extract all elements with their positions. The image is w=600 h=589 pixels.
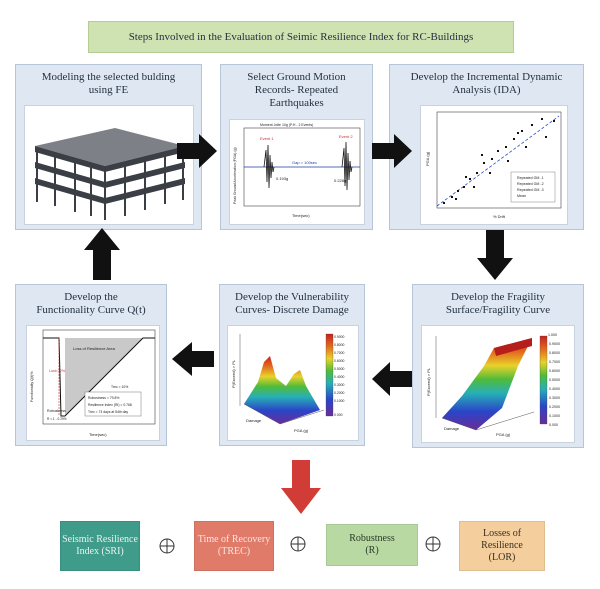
step-title-functionality: Develop the Functionality Curve Q(t) [36, 291, 146, 316]
step-title-vulnerability: Develop the Vulnerability Curves- Discre… [235, 291, 349, 316]
frag-cb-1: 0.8000 [549, 351, 560, 355]
vul-cb-6: 0.3000 [334, 383, 344, 387]
frag-cb-6: 0.3000 [549, 396, 560, 400]
vul-cb-0: 0.9000 [334, 335, 344, 339]
step-card-functionality: Develop the Functionality Curve Q(t) Los… [15, 284, 167, 446]
func-box-line-3: Trec = 73 days at 54th day [88, 410, 128, 414]
arrow-up [84, 228, 120, 280]
vul-zlabel: P(Exceed) > PL [231, 359, 236, 388]
diagram-title-text: Steps Involved in the Evaluation of Seim… [128, 31, 474, 43]
frag-ylabel: Damage [444, 426, 460, 431]
arrow-left-2 [172, 342, 214, 376]
func-ylabel: Functionality Q(t)% [30, 371, 34, 402]
pga1-label: 0.193g [276, 176, 288, 181]
step-title-ida: Develop the Incremental Dynamic Analysis… [410, 71, 563, 96]
functionality-curve-plot: Loss of Resilience Area Lost=72% Robustn… [26, 325, 160, 441]
event2-label: Event 2 [339, 134, 353, 139]
vul-cb-9: 0.000 [334, 413, 343, 417]
ida-ylabel: PGA (g) [425, 151, 430, 166]
frag-cb-7: 0.2000 [549, 405, 560, 409]
step-card-ida: Develop the Incremental Dynamic Analysis… [389, 64, 584, 230]
func-annot-robust: Robustness [47, 409, 66, 413]
frag-cb-0: 0.9000 [549, 342, 560, 346]
red-arrow-down [281, 460, 321, 514]
frag-xlabel: PGA (g) [496, 432, 511, 437]
step-card-fe-model: Modeling the selected bulding using FE [15, 64, 202, 230]
frag-cb-8: 0.1000 [549, 414, 560, 418]
arrow-down [477, 230, 513, 280]
func-box-line-2: Resilience Index (RI) = 0.768 [88, 403, 132, 407]
arrow-right-1 [177, 134, 217, 168]
ida-legend-1: Repeated GM -1 [517, 176, 544, 180]
vul-cb-1: 0.8000 [334, 343, 344, 347]
metric-lor: Losses of Resilience (LOR) [459, 521, 545, 571]
arrow-left-1 [372, 362, 412, 396]
vul-cb-3: 0.6000 [334, 359, 344, 363]
metric-sri-label: Seismic Resilience Index (SRI) [62, 534, 138, 557]
vul-cb-2: 0.7000 [334, 351, 344, 355]
gap-label: Gap = 100sec [292, 160, 317, 165]
metric-trec-label: Time of Recovery (TREC) [197, 534, 271, 557]
metric-robustness: Robustness (R) [326, 524, 418, 566]
frag-cb-4: 0.5000 [549, 378, 560, 382]
event1-label: Event 1 [260, 136, 274, 141]
func-annot-r: R = 1 - 0.29% [47, 417, 67, 421]
arrow-right-2 [372, 134, 412, 168]
diagram-title: Steps Involved in the Evaluation of Seim… [88, 21, 514, 53]
func-box-line-1: Robustness = 79.8% [88, 396, 119, 400]
building-model-image [24, 105, 194, 225]
metric-lor-label: Losses of Resilience (LOR) [481, 528, 523, 563]
metric-robustness-label: Robustness (R) [349, 533, 395, 556]
metric-sri: Seismic Resilience Index (SRI) [60, 521, 140, 571]
func-xlabel: Time(sec) [89, 432, 107, 437]
ida-plot: Repeated GM -1 Repeated GM -2 Repeated G… [420, 105, 568, 225]
frag-cb-5: 0.4000 [549, 387, 560, 391]
step-title-fe-model: Modeling the selected bulding using FE [41, 71, 176, 96]
vul-cb-4: 0.5000 [334, 367, 344, 371]
frag-cb-2: 0.7000 [549, 360, 560, 364]
vul-ylabel: Damage [246, 418, 262, 423]
gm-ylabel: Peak Ground Acceleration (PGA) (g) [233, 147, 237, 204]
frag-top-label: 1.000 [548, 333, 557, 337]
step-card-ground-motion: Select Ground Motion Records- Repeated E… [220, 64, 373, 230]
oplus-icon-3 [425, 536, 441, 552]
oplus-icon-1 [159, 538, 175, 554]
func-annot-lost: Lost=72% [49, 369, 66, 373]
ida-xlabel: % Drift [493, 214, 506, 219]
pga2-label: 0.228g [334, 178, 346, 183]
oplus-icon-2 [290, 536, 306, 552]
ida-legend-3: Repeated GM -3 [517, 188, 544, 192]
vul-cb-7: 0.2000 [334, 391, 344, 395]
ground-motion-plot: Event 1 Event 2 Gap = 100sec 0.193g 0.22… [229, 119, 365, 225]
step-card-vulnerability: Develop the Vulnerability Curves- Discre… [219, 284, 365, 446]
frag-cb-3: 0.6000 [549, 369, 560, 373]
frag-cb-9: 0.000 [549, 423, 558, 427]
gm-xlabel: Time(sec) [292, 213, 310, 218]
vul-cb-8: 0.1000 [334, 399, 344, 403]
fragility-surface-plot: P(Exceed) > PL PGA (g) Damage 1.000 0.90… [421, 325, 575, 443]
step-title-ground-motion: Select Ground Motion Records- Repeated E… [247, 71, 346, 109]
ida-legend-2: Repeated GM -2 [517, 182, 544, 186]
step-title-fragility: Develop the Fragility Surface/Fragility … [445, 291, 551, 316]
vul-cb-5: 0.4000 [334, 375, 344, 379]
func-annot-loss: Loss of Resilience Area [73, 346, 116, 351]
metric-trec: Time of Recovery (TREC) [194, 521, 274, 571]
vulnerability-surface-plot: P(Exceed) > PL PGA (g) Damage 0.9000 0.8… [227, 325, 359, 441]
step-card-fragility: Develop the Fragility Surface/Fragility … [412, 284, 584, 448]
frag-zlabel: P(Exceed) > PL [426, 367, 431, 396]
vul-xlabel: PGA (g) [294, 428, 309, 433]
gm-legend: Moment Jolte 10g (P.H - 2 Events) [260, 123, 313, 127]
func-annot-trec: Trec = 10% [111, 385, 128, 389]
ida-legend-mean: Mean [517, 194, 526, 198]
